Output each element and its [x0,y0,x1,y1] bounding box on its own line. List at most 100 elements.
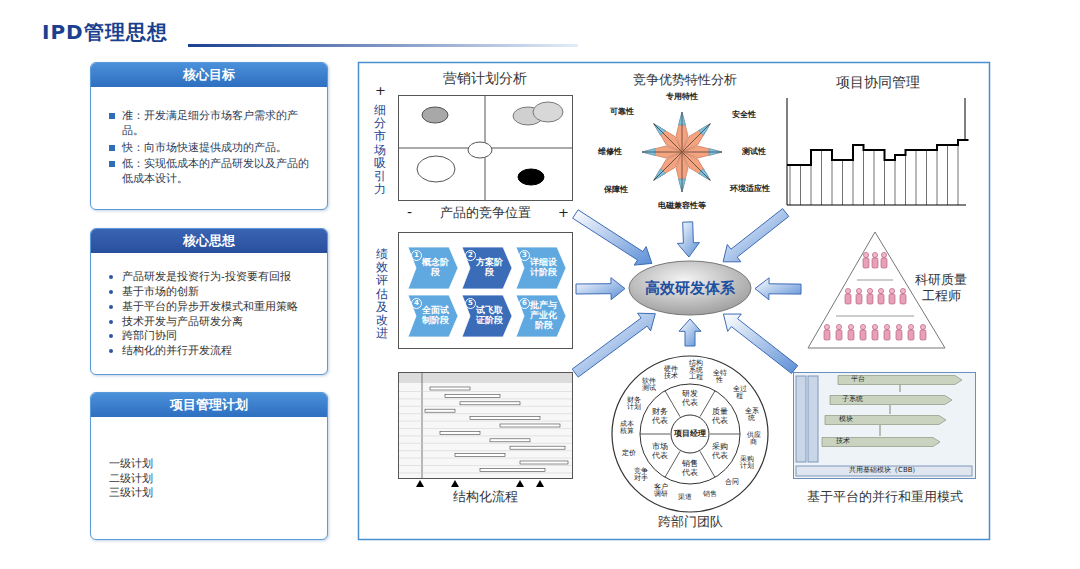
dot-bullet [109,305,113,309]
load-bar [874,150,875,205]
figure-caption: 营销计划分析 [398,70,572,87]
text-label: 可靠性 [610,108,634,117]
phase-chevron: 1概念阶段 [408,247,458,289]
gantt-row [399,450,572,451]
bullet-text: 准：开发满足细分市场客户需求的产品。 [109,108,313,137]
ring-label: 合同 [724,479,739,486]
gantt-row [399,435,572,436]
text-label: 电磁兼容性等 [658,202,706,211]
ellipse-node: 项目经理 [670,414,710,454]
petal-axis [682,112,683,152]
ring-label: 硬件技术 [663,366,678,380]
block-arrow [677,222,699,257]
panel-body: 准：开发满足细分市场客户需求的产品。快：向市场快速提供成功的产品。低：实现低成本… [91,87,327,209]
person-head [824,324,829,329]
load-bar [863,150,864,205]
person-head [848,324,853,329]
platform-chart [794,373,976,479]
person-head [920,324,925,329]
load-bar [884,160,885,205]
block-arrow [572,313,655,377]
gantt-bar [460,402,520,405]
quadrant-chart [398,95,573,201]
block-arrow [679,319,701,346]
figure-region: 竞争优势特性分析 [600,70,770,218]
phase-box [399,233,573,349]
square-bullet [109,113,115,119]
text-label: 技术 [835,438,851,446]
person-body [867,294,873,304]
ring-label: 财务代表 [651,408,669,426]
figure-caption: 绩效评估及改进 [376,248,388,340]
gantt-row [399,398,572,399]
ring-label: 销售代表 [681,460,699,478]
bullet-text: 二级计划 [109,471,313,486]
panel-heading: 核心目标 [91,63,327,87]
person-head [856,288,861,293]
phase-number: 6 [519,298,530,309]
sector-divider [640,434,670,435]
panel-body: 产品研发是投资行为-投资要有回报基于市场的创新基于平台的异步开发模式和重用策略技… [91,253,327,374]
ring-label: 结构系统工程 [688,360,703,381]
ring-label: 全特性 [712,370,727,384]
bullet-text: 跨部门协同 [109,328,313,343]
phase-name: 方案阶段 [475,258,504,278]
person-head [881,252,886,257]
pyramid-tier [836,316,914,317]
gantt-bar [440,431,480,434]
gantt-row [399,413,572,414]
panel-box: 核心目标准：开发满足细分市场客户需求的产品。快：向市场快速提供成功的产品。低：实… [90,62,328,210]
figure-caption: 结构化流程 [398,489,572,505]
star-petal [649,119,686,156]
load-bar [916,150,917,205]
ring-label: 定价 [621,450,636,457]
phase-number: 3 [519,250,530,261]
person-head [884,324,889,329]
platform-band [830,396,952,405]
phase-name: 批产与产业化阶段 [529,301,558,331]
text-label: 环境适应性 [730,185,770,194]
ring-label: 采购代表 [711,443,729,461]
ring-label: 全系统 [744,408,759,422]
ring-label: 供应商 [746,432,761,446]
gantt-row [399,391,572,392]
text-label: 保障性 [604,186,628,195]
person-head [908,324,913,329]
person-body [872,258,878,268]
gantt-row [399,421,572,422]
person-body [863,258,869,268]
load-bar [790,165,791,205]
chevron-fill [462,247,512,289]
figure-caption: 产品的竞争位置 [398,205,572,221]
bullet-text: 三级计划 [109,485,313,500]
person-head [860,324,865,329]
chart-axis [787,98,788,205]
phase-chevron: 5试飞取证阶段 [462,295,512,337]
platform-band [825,416,946,425]
figure-region: 营销计划分析细分市场吸引力产品的竞争位置 [368,70,572,222]
ring-label: 全过程 [732,386,747,400]
person-body [824,330,830,340]
person-body [845,294,851,304]
person-head [900,288,905,293]
band-link [880,425,881,436]
gantt-row [399,465,572,466]
text-label: 安全性 [732,111,756,120]
gantt-bar [490,439,530,442]
ring-label: 市场代表 [651,443,669,461]
ellipse-text: 高效研发体系 [630,279,750,297]
chevron-fill [516,295,566,337]
dot-bullet [109,349,113,353]
person-head [889,288,894,293]
dot-bullet [109,320,113,324]
ring-label: 研发代表 [681,390,699,408]
text-label: 子系统 [841,396,864,404]
phase-number: 4 [411,298,422,309]
load-bar [842,160,843,205]
panel-heading: 核心思想 [91,229,327,253]
title-underline [188,44,578,47]
person-body [908,330,914,340]
gantt-bar [520,461,568,464]
gantt-row [399,472,572,473]
ellipse-text: 项目经理 [672,429,708,439]
